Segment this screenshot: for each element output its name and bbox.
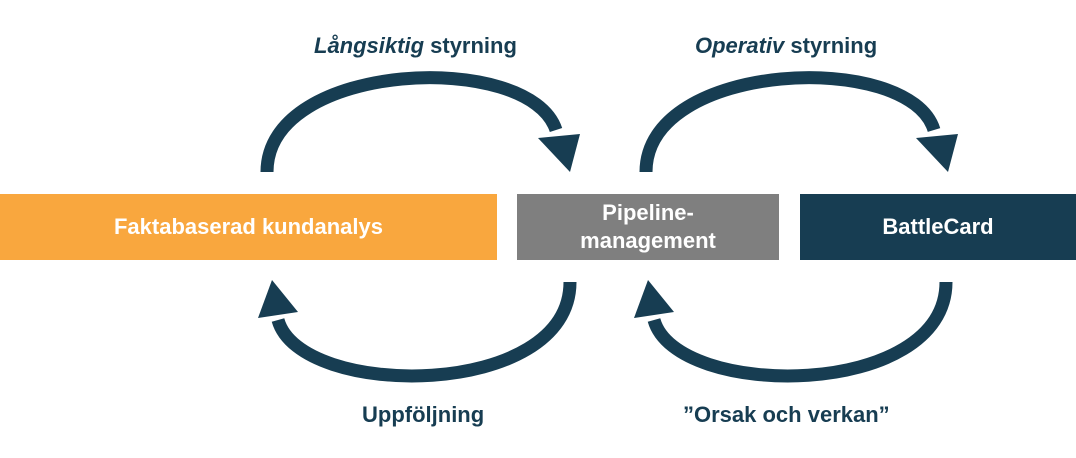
label-top-left-emphasis: Långsiktig bbox=[314, 33, 425, 58]
box-pipeline-management: Pipeline- management bbox=[517, 194, 779, 260]
arrow-bottom-left bbox=[271, 281, 577, 383]
arrowhead-top-left bbox=[538, 134, 580, 172]
label-top-right-emphasis: Operativ bbox=[695, 33, 785, 58]
label-langsiktig-styrning: Långsiktig styrning bbox=[314, 32, 517, 60]
arrow-top-left bbox=[260, 71, 563, 173]
box-battlecard: BattleCard bbox=[800, 194, 1076, 260]
arrow-top-right bbox=[639, 71, 941, 173]
arrowhead-bottom-right bbox=[634, 280, 674, 318]
label-top-left-rest: styrning bbox=[424, 33, 517, 58]
arrow-bottom-right bbox=[647, 281, 953, 383]
arrowhead-top-right bbox=[916, 134, 958, 172]
label-uppfoljning: Uppföljning bbox=[362, 402, 485, 427]
box-faktabaserad-kundanalys: Faktabaserad kundanalys bbox=[0, 194, 497, 260]
arrowhead-bottom-left bbox=[258, 280, 298, 318]
label-top-right-rest: styrning bbox=[784, 33, 878, 58]
label-operativ-styrning: Operativ styrning bbox=[695, 32, 877, 60]
box-middle-label-line2: management bbox=[580, 228, 716, 253]
box-left-label: Faktabaserad kundanalys bbox=[113, 214, 383, 239]
box-middle-label-line1: Pipeline- bbox=[602, 200, 694, 225]
box-right-label: BattleCard bbox=[882, 214, 994, 239]
label-orsak-och-verkan: ”Orsak och verkan” bbox=[683, 402, 890, 427]
